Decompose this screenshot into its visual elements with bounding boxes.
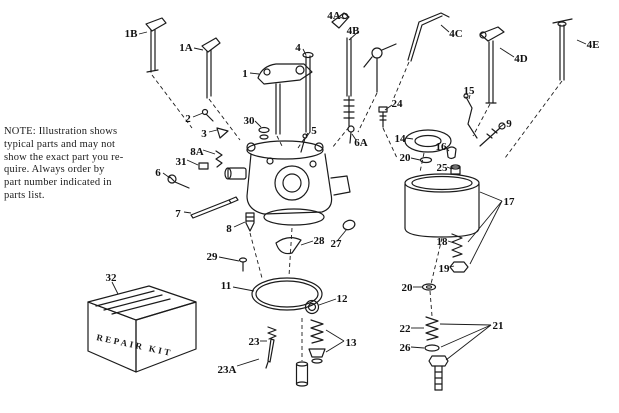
- part-label-7: 7: [175, 208, 181, 220]
- part-label-20: 20: [400, 152, 412, 164]
- part-1a-lever: [201, 37, 221, 99]
- part-label-26: 26: [400, 342, 412, 354]
- part-12-o-ring: [304, 299, 320, 315]
- part-label-22: 22: [400, 323, 412, 335]
- part-label-1: 1: [242, 68, 248, 80]
- part-label-28: 28: [314, 235, 326, 247]
- repair-kit-label: REPAIR KIT: [96, 332, 174, 358]
- part-16-clip: [446, 146, 457, 160]
- part-8-nozzle: [245, 212, 255, 232]
- part-label-5: 5: [311, 125, 317, 137]
- part-14-float: [404, 129, 452, 153]
- part-label-6: 6: [155, 167, 161, 179]
- part-19-nut: [449, 261, 469, 273]
- part-label-29: 29: [207, 251, 219, 263]
- part-label-23: 23: [249, 336, 261, 348]
- part-label-1B: 1B: [125, 28, 139, 40]
- part-4b-shaft: [343, 37, 355, 127]
- choke-lever: [363, 43, 397, 93]
- part-1b-lever: [145, 17, 167, 73]
- part-1-throttle-bracket: [257, 63, 313, 135]
- part-4d-lever: [479, 26, 505, 104]
- small-parts-left: [167, 108, 355, 189]
- part-24-screw: [378, 106, 388, 128]
- bowl-bolt: [428, 355, 449, 391]
- part-23-adjusting-needle: [265, 326, 277, 369]
- part-4c-link-rod: [407, 12, 450, 62]
- part-label-23A: 23A: [218, 364, 237, 376]
- part-17-float-bowl: [404, 173, 480, 238]
- part-label-8A: 8A: [190, 146, 204, 158]
- part-label-4C: 4C: [449, 28, 463, 40]
- part-label-19: 19: [439, 263, 451, 275]
- part-label-32: 32: [106, 272, 118, 284]
- part-4-shaft: [302, 51, 314, 133]
- part-label-8: 8: [226, 223, 232, 235]
- part-label-6A: 6A: [354, 137, 368, 149]
- part-20-washer-lower: [421, 283, 437, 291]
- bottom-plug: [295, 361, 309, 387]
- leader-lines: [111, 16, 587, 367]
- part-label-3: 3: [201, 128, 207, 140]
- part-label-21: 21: [493, 320, 504, 332]
- part-label-20: 20: [402, 282, 414, 294]
- part-label-31: 31: [176, 156, 187, 168]
- part-25-inlet-seat: [450, 164, 461, 175]
- part-26-washer: [424, 344, 440, 352]
- note-text: NOTE: Illustration shows typical parts a…: [4, 126, 124, 201]
- part-label-13: 13: [346, 337, 358, 349]
- part-label-14: 14: [395, 133, 407, 145]
- part-label-4D: 4D: [514, 53, 528, 65]
- part-label-15: 15: [464, 85, 476, 97]
- part-label-24: 24: [392, 98, 404, 110]
- part-7-needle: [190, 196, 239, 219]
- part-label-27: 27: [331, 238, 343, 250]
- carburetor-body: [224, 140, 351, 226]
- part-28-choke-plate: [275, 237, 302, 255]
- part-22-spring: [425, 316, 439, 341]
- part-label-4E: 4E: [587, 39, 600, 51]
- part-label-17: 17: [504, 196, 516, 208]
- part-27-throttle-plate: [342, 219, 356, 231]
- part-4a-arm: [331, 12, 350, 29]
- part-15-hinge-pin: [463, 93, 478, 139]
- part-20-washer-upper: [419, 156, 433, 164]
- part-label-1A: 1A: [179, 42, 193, 54]
- part-label-25: 25: [437, 162, 449, 174]
- part-label-11: 11: [221, 280, 231, 292]
- part-label-4B: 4B: [347, 25, 361, 37]
- part-label-12: 12: [337, 293, 349, 305]
- part-label-9: 9: [506, 118, 512, 130]
- part-label-16: 16: [436, 141, 448, 153]
- part-9-screw: [479, 122, 506, 147]
- part-11-bowl-gasket: [251, 277, 323, 311]
- part-29-screw: [238, 257, 248, 272]
- repair-kit-box: [87, 285, 197, 373]
- assembly-dashed-lines: [151, 61, 563, 361]
- part-18-spring: [451, 233, 463, 258]
- part-label-4A: 4A: [327, 10, 341, 22]
- part-label-18: 18: [437, 236, 449, 248]
- part-4e-shaft: [552, 18, 573, 81]
- part-label-4: 4: [295, 42, 301, 54]
- part-label-2: 2: [185, 113, 191, 125]
- part-label-30: 30: [244, 115, 256, 127]
- part-13-spring-and-cup: [308, 319, 326, 364]
